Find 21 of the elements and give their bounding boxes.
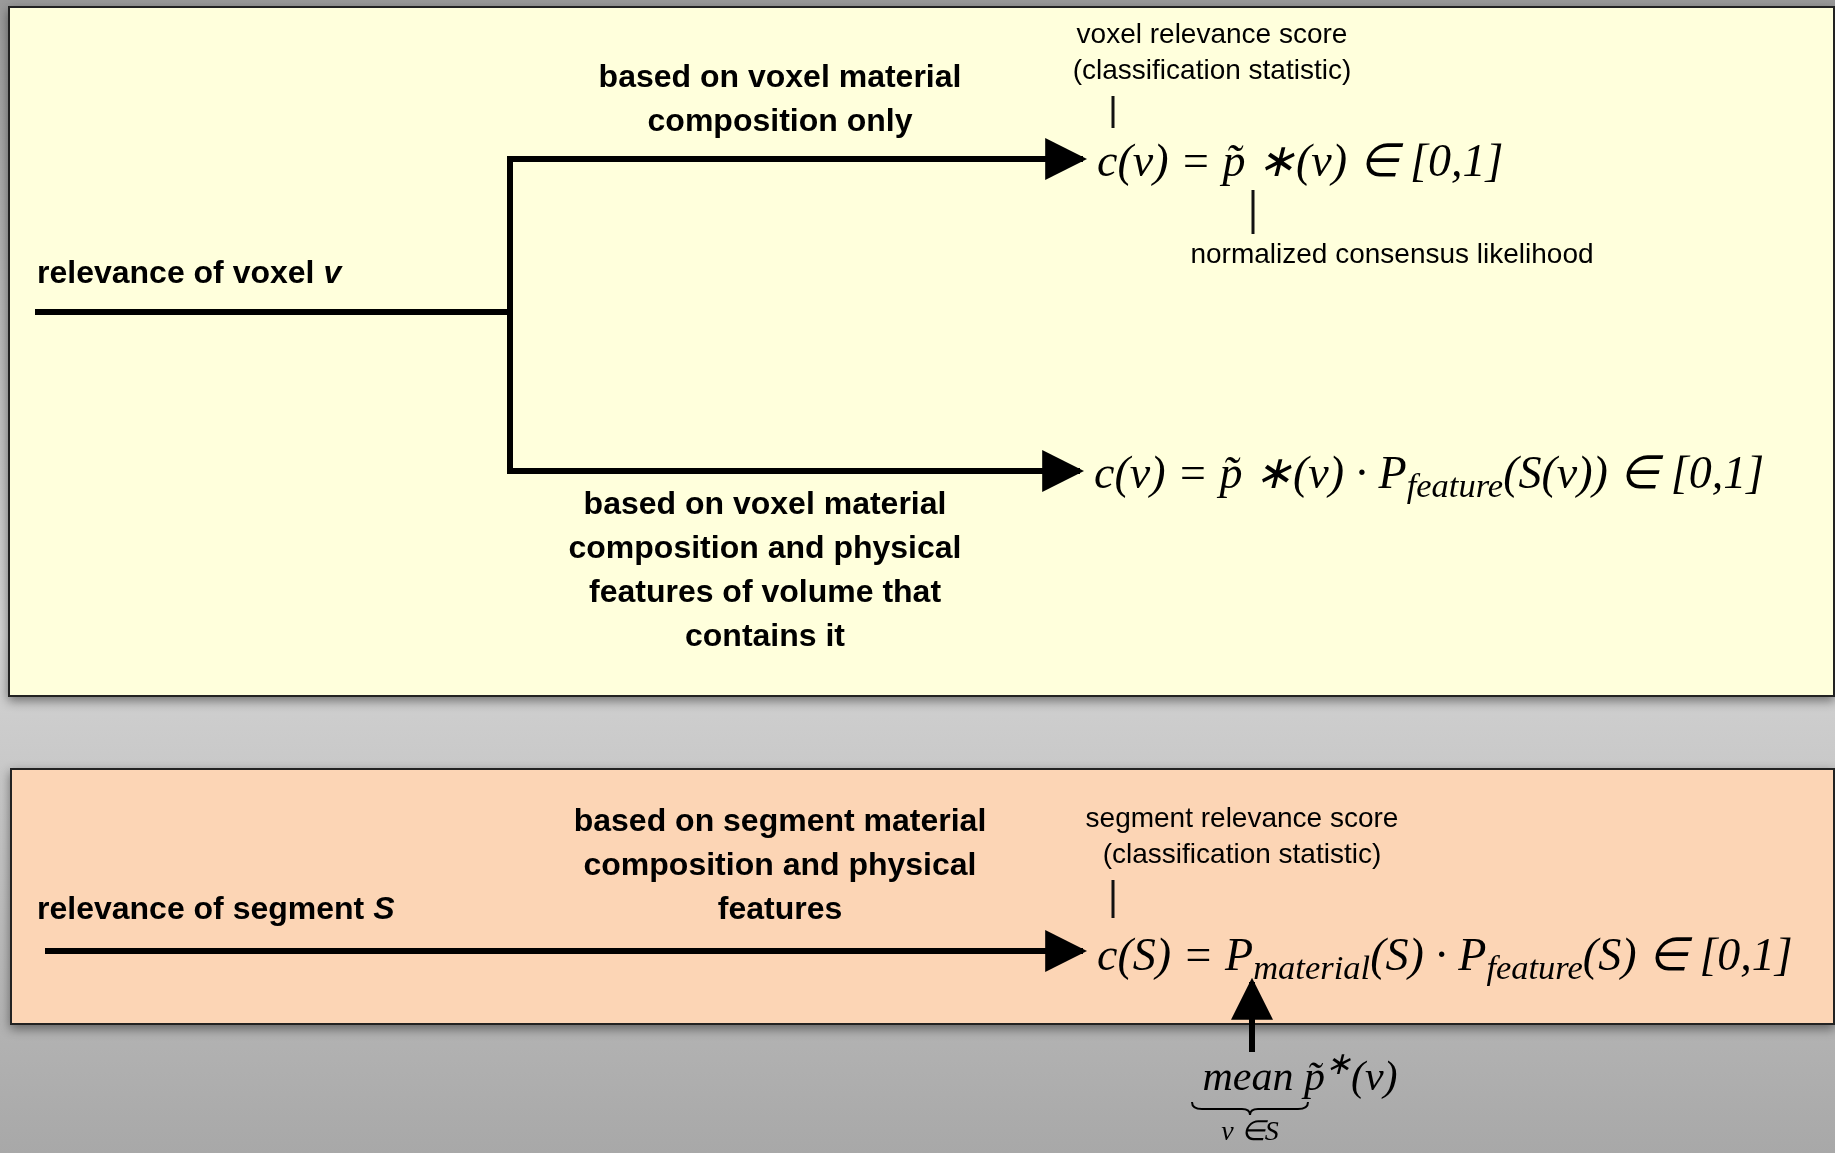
formula-text: c(v) = p̃ ∗(v) ∈ [0,1] bbox=[1097, 130, 1517, 192]
formula-text: mean p̃$^{∗}$(v) bbox=[1202, 1052, 1398, 1100]
annotation-text: segment relevance score (classification statistic) bbox=[1052, 800, 1432, 882]
arrow bbox=[1231, 977, 1273, 1052]
annotation-text: normalized consensus likelihood bbox=[1152, 236, 1632, 280]
arrow bbox=[45, 930, 1088, 972]
edge-label: based on segment material composition and physical features bbox=[572, 801, 988, 928]
formula-text: c(v) = p̃ ∗(v) · P$_{feature}$(S(v)) ∈ [0,1] bbox=[1094, 440, 1824, 506]
leader-line bbox=[1111, 880, 1115, 918]
panel-background bbox=[8, 6, 1835, 697]
panel-background bbox=[10, 768, 1835, 1025]
formula-subscript: v ∈S bbox=[1221, 1116, 1279, 1146]
formula-text: c(S) = P$_{material}$(S) · P$_{feature}$(S) ∈ [0,1] bbox=[1097, 920, 1827, 990]
heading-text: relevance of voxel v bbox=[37, 252, 507, 314]
heading-text: relevance of segment S bbox=[37, 888, 507, 944]
leader-line bbox=[1111, 96, 1115, 128]
leader-line bbox=[1251, 190, 1255, 234]
edge-label: based on voxel material composition only bbox=[597, 57, 963, 140]
arrow bbox=[35, 309, 1085, 492]
edge-label: based on voxel material composition and physical features of volume that contains it bbox=[567, 484, 963, 655]
annotation-text: voxel relevance score (classification statistic) bbox=[1042, 16, 1382, 98]
